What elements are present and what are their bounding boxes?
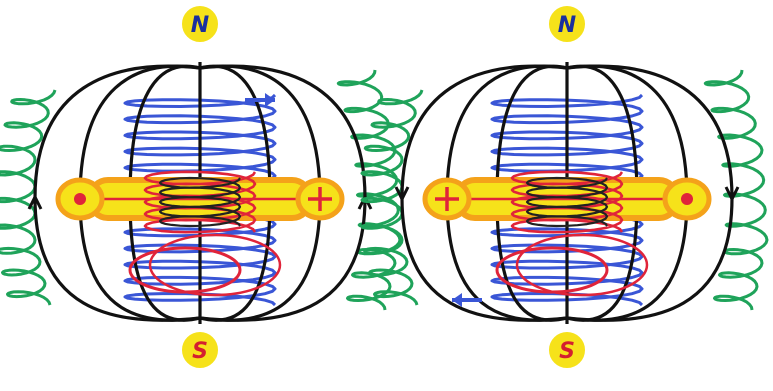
- red-coil-core: [510, 170, 624, 234]
- black-coil-core: [525, 176, 609, 228]
- south-pole-label: S: [192, 339, 208, 364]
- red-circulation-loop-outer: [515, 233, 649, 297]
- north-pole-label: N: [191, 13, 209, 38]
- north-pole-marker: [549, 6, 585, 42]
- left-green-coil: [360, 89, 424, 306]
- north-pole-marker: [182, 6, 218, 42]
- north-pole-label: N: [558, 13, 576, 38]
- right-green-coil: [336, 69, 402, 311]
- black-coil-core: [158, 176, 242, 228]
- field-arrow: [394, 186, 410, 203]
- left-magnetic-dipole: NS: [0, 6, 402, 368]
- south-pole-marker: [182, 332, 218, 368]
- right-green-coil: [703, 69, 769, 311]
- field-arrow: [357, 193, 373, 210]
- left-green-coil: [0, 89, 57, 306]
- right-end-dot: [681, 193, 693, 205]
- south-pole-label: S: [559, 339, 575, 364]
- right-magnetic-dipole: NS: [360, 6, 769, 368]
- field-arrow: [27, 193, 43, 210]
- left-end-dot: [74, 193, 86, 205]
- red-coil-core: [143, 170, 257, 234]
- blue-arrowhead: [265, 93, 275, 107]
- south-pole-marker: [549, 332, 585, 368]
- blue-arrowhead: [452, 293, 462, 307]
- field-arrow: [724, 186, 740, 203]
- red-circulation-loop-outer: [148, 233, 282, 297]
